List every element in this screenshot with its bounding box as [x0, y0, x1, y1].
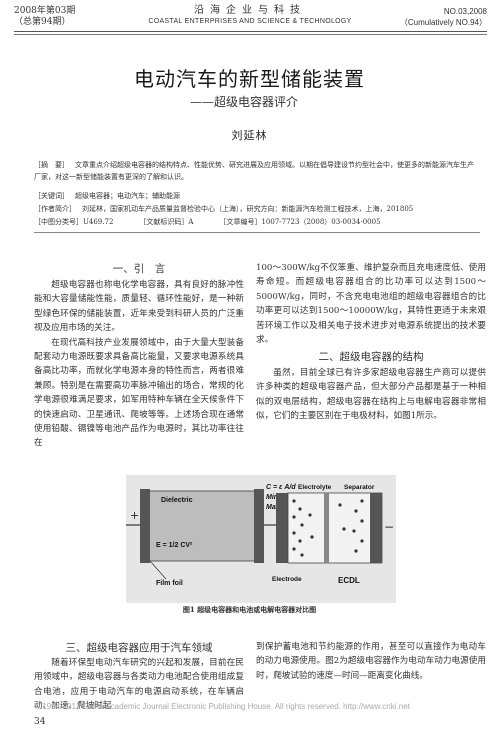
edlc-left-electrode: [276, 493, 288, 563]
left-plate: [140, 489, 150, 563]
journal-name-en: COASTAL ENTERPRISES AND SCIENCE & TECHNO…: [148, 18, 352, 25]
header-rule-thin: [14, 34, 487, 35]
article-subtitle: ——超级电容器评介: [190, 95, 299, 109]
paragraph: 100～300W/kg不仅笨重、维护复杂而且充电速度低、使用寿命短。而超级电容器…: [256, 263, 486, 346]
section-3-heading: 三、超级电容器应用于汽车领域: [65, 642, 213, 654]
copyright-footer: © 1994-2012 China Academic Journal Elect…: [34, 702, 410, 711]
paragraph: 随着环保型电动汽车研究的兴起和发展，目前在民用领域中，超级电容器与各类动力电池配…: [34, 658, 244, 712]
author-intro: ［作者简介］ 刘延林，国家机动车产品质量监督检验中心（上海），研究方向：新能源汽车…: [34, 203, 480, 215]
plus-sign: +: [130, 509, 139, 522]
meta-rule: [34, 232, 480, 233]
dielectric-label: Dielectric: [161, 497, 193, 504]
author-intro-label: ［作者简介］: [34, 205, 76, 213]
abstract-text: 文章重点介绍超级电容器的结构特点、性能优势、研究进展及应用领域。以期在倡导建设节…: [34, 161, 474, 181]
keywords-text: 超级电容器；电动汽车；辅助能源: [75, 192, 180, 200]
film-foil-label: Film foil: [156, 580, 183, 587]
abstract: ［摘 要］文章重点介绍超级电容器的结构特点、性能优势、研究进展及应用领域。以期在…: [34, 159, 480, 183]
article-author: 刘延林: [231, 129, 268, 142]
right-column-bottom: 到保护蓄电池和节约能源的作用，甚至可以直接作为电动车的动力电源使用。图2为超级电…: [256, 640, 486, 683]
cumulative-no-en: （Cumulatively NO.94）: [399, 18, 487, 27]
journal-name: 沿海企业与科技 COASTAL ENTERPRISES AND SCIENCE …: [120, 5, 380, 26]
dielectric-layer: [147, 490, 257, 562]
electrolyte-region: [287, 492, 383, 564]
energy-formula: E = 1/2 CV²: [156, 542, 193, 549]
right-column-top: 100～300W/kg不仅笨重、维护复杂而且充电速度低、使用寿命短。而超级电容器…: [256, 261, 486, 347]
journal-name-cn: 沿海企业与科技: [194, 5, 306, 16]
capacitance-formula: C = ε A/d: [266, 484, 296, 491]
edlc-right-electrode: [370, 493, 382, 563]
left-column-top: 超级电容器也称电化学电容器，具有良好的脉冲性能和大容量储能性能，质量轻、循环性能…: [34, 278, 244, 451]
abstract-label: ［摘 要］: [34, 161, 69, 169]
section-1-heading: 一、引 言: [112, 263, 166, 275]
figure-caption: 图1 超级电容器和电池或电解电容器对比图: [182, 605, 317, 614]
author-intro-text: 刘延林，国家机动车产品质量监督检验中心（上海），研究方向：新能源汽车检测工程技术…: [82, 205, 414, 213]
minus-sign: −: [384, 520, 394, 534]
paragraph: 在现代高科技产业发展领域中，由于大量大型装备配套动力电源既要求具备高比能量，又要…: [34, 337, 244, 449]
separator-label: Separator: [344, 484, 375, 491]
left-column-bottom: 随着环保型电动汽车研究的兴起和发展，目前在民用领域中，超级电容器与各类动力电池配…: [34, 656, 244, 714]
separator-membrane: [324, 493, 329, 563]
clc-number: ［中图分类号］U469.72: [34, 218, 114, 226]
issue-no-en: NO.03,2008: [443, 7, 487, 16]
article-title: 电动汽车的新型储能装置: [134, 67, 365, 91]
page-number: 34: [34, 717, 46, 727]
cumulative-issue-line: （总第94期）: [14, 17, 71, 27]
film-foil-pointer: [149, 560, 167, 580]
keywords: ［关键词］ 超级电容器；电动汽车；辅助能源: [34, 190, 480, 202]
issue-info: 2008年第03期 （总第94期）: [14, 6, 75, 28]
classification-line: ［中图分类号］U469.72 ［文献标识码］A ［文章编号］1007-7723（20…: [34, 216, 480, 228]
document-code: ［文献标识码］A: [139, 218, 194, 226]
right-column-section-2: 虽然，目前全球已有许多家超级电容器生产商可以提供许多种类的超级电容器产品，但大部…: [256, 366, 486, 424]
paragraph: 虽然，目前全球已有许多家超级电容器生产商可以提供许多种类的超级电容器产品，但大部…: [256, 368, 486, 422]
issue-info-en: NO.03,2008 （Cumulatively NO.94）: [400, 6, 487, 28]
electrode-label: Electrode: [272, 576, 302, 583]
ecdl-label: ECDL: [338, 576, 360, 585]
article-number: ［文章编号］1007-7723（2008）03-0034-0005: [219, 218, 381, 226]
paragraph: 到保护蓄电池和节约能源的作用，甚至可以直接作为电动车的动力电源使用。图2为超级电…: [256, 642, 486, 681]
figure-1: + Dielectric E = 1/2 CV² Film foil C = ε…: [126, 475, 396, 603]
section-2-heading: 二、超级电容器的结构: [318, 351, 424, 363]
header-rule: [14, 31, 487, 32]
electrolyte-label: Electrolyte: [298, 484, 332, 491]
issue-line: 2008年第03期: [14, 6, 76, 16]
ion-dots: [292, 499, 364, 557]
keywords-label: ［关键词］: [34, 192, 69, 200]
right-plate: [254, 489, 264, 563]
paragraph: 超级电容器也称电化学电容器，具有良好的脉冲性能和大容量储能性能，质量轻、循环性能…: [34, 280, 244, 334]
